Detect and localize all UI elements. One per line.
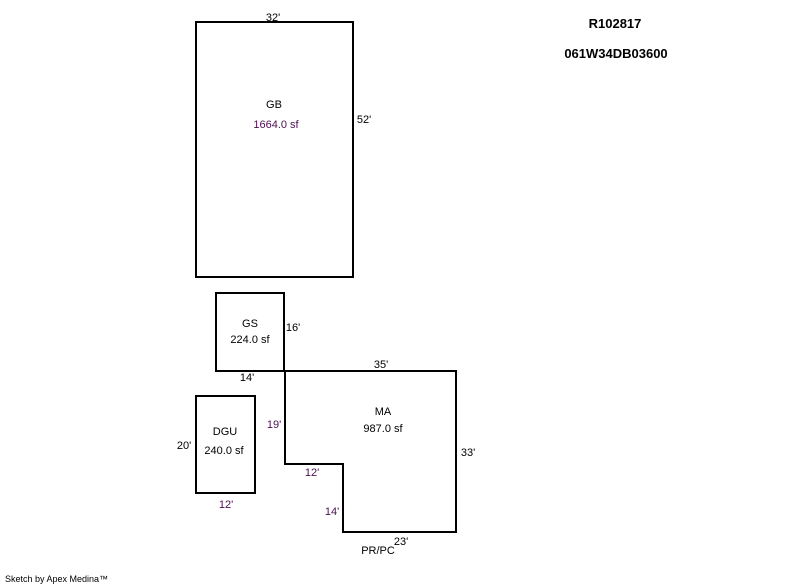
- gs-outline: [215, 292, 285, 372]
- gs-dim-right: 16': [286, 322, 300, 334]
- ma-dim-right: 33': [461, 447, 475, 459]
- ma-area: 987.0 sf: [363, 423, 403, 435]
- ma-code: MA: [375, 406, 392, 418]
- gb-dim-top: 32': [266, 12, 280, 24]
- gb-code: GB: [266, 99, 282, 111]
- gb-area: 1664.0 sf: [253, 119, 299, 131]
- dgu-outline: [195, 395, 256, 494]
- account-number: R102817: [589, 16, 642, 31]
- dgu-dim-left: 20': [177, 440, 191, 452]
- gs-area: 224.0 sf: [230, 334, 270, 346]
- gb-dim-right: 52': [357, 114, 371, 126]
- map-tax-lot: 061W34DB03600: [564, 46, 667, 61]
- gs-code: GS: [242, 318, 258, 330]
- sketch-credit: Sketch by Apex Medina™: [5, 574, 108, 584]
- dgu-area: 240.0 sf: [204, 445, 244, 457]
- gb-outline: [195, 21, 354, 278]
- ma-dim-bottom: 23': [394, 536, 408, 548]
- gs-dim-bottom: 14': [240, 372, 254, 384]
- ma-dim-left: 19': [267, 419, 281, 431]
- pr-pc-label: PR/PC: [361, 545, 395, 557]
- ma-dim-lower-left: 14': [325, 506, 339, 518]
- ma-dim-top: 35': [374, 359, 388, 371]
- ma-dim-step: 12': [305, 467, 319, 479]
- ma-outline: [284, 370, 457, 533]
- dgu-code: DGU: [213, 426, 238, 438]
- dgu-dim-bottom: 12': [219, 499, 233, 511]
